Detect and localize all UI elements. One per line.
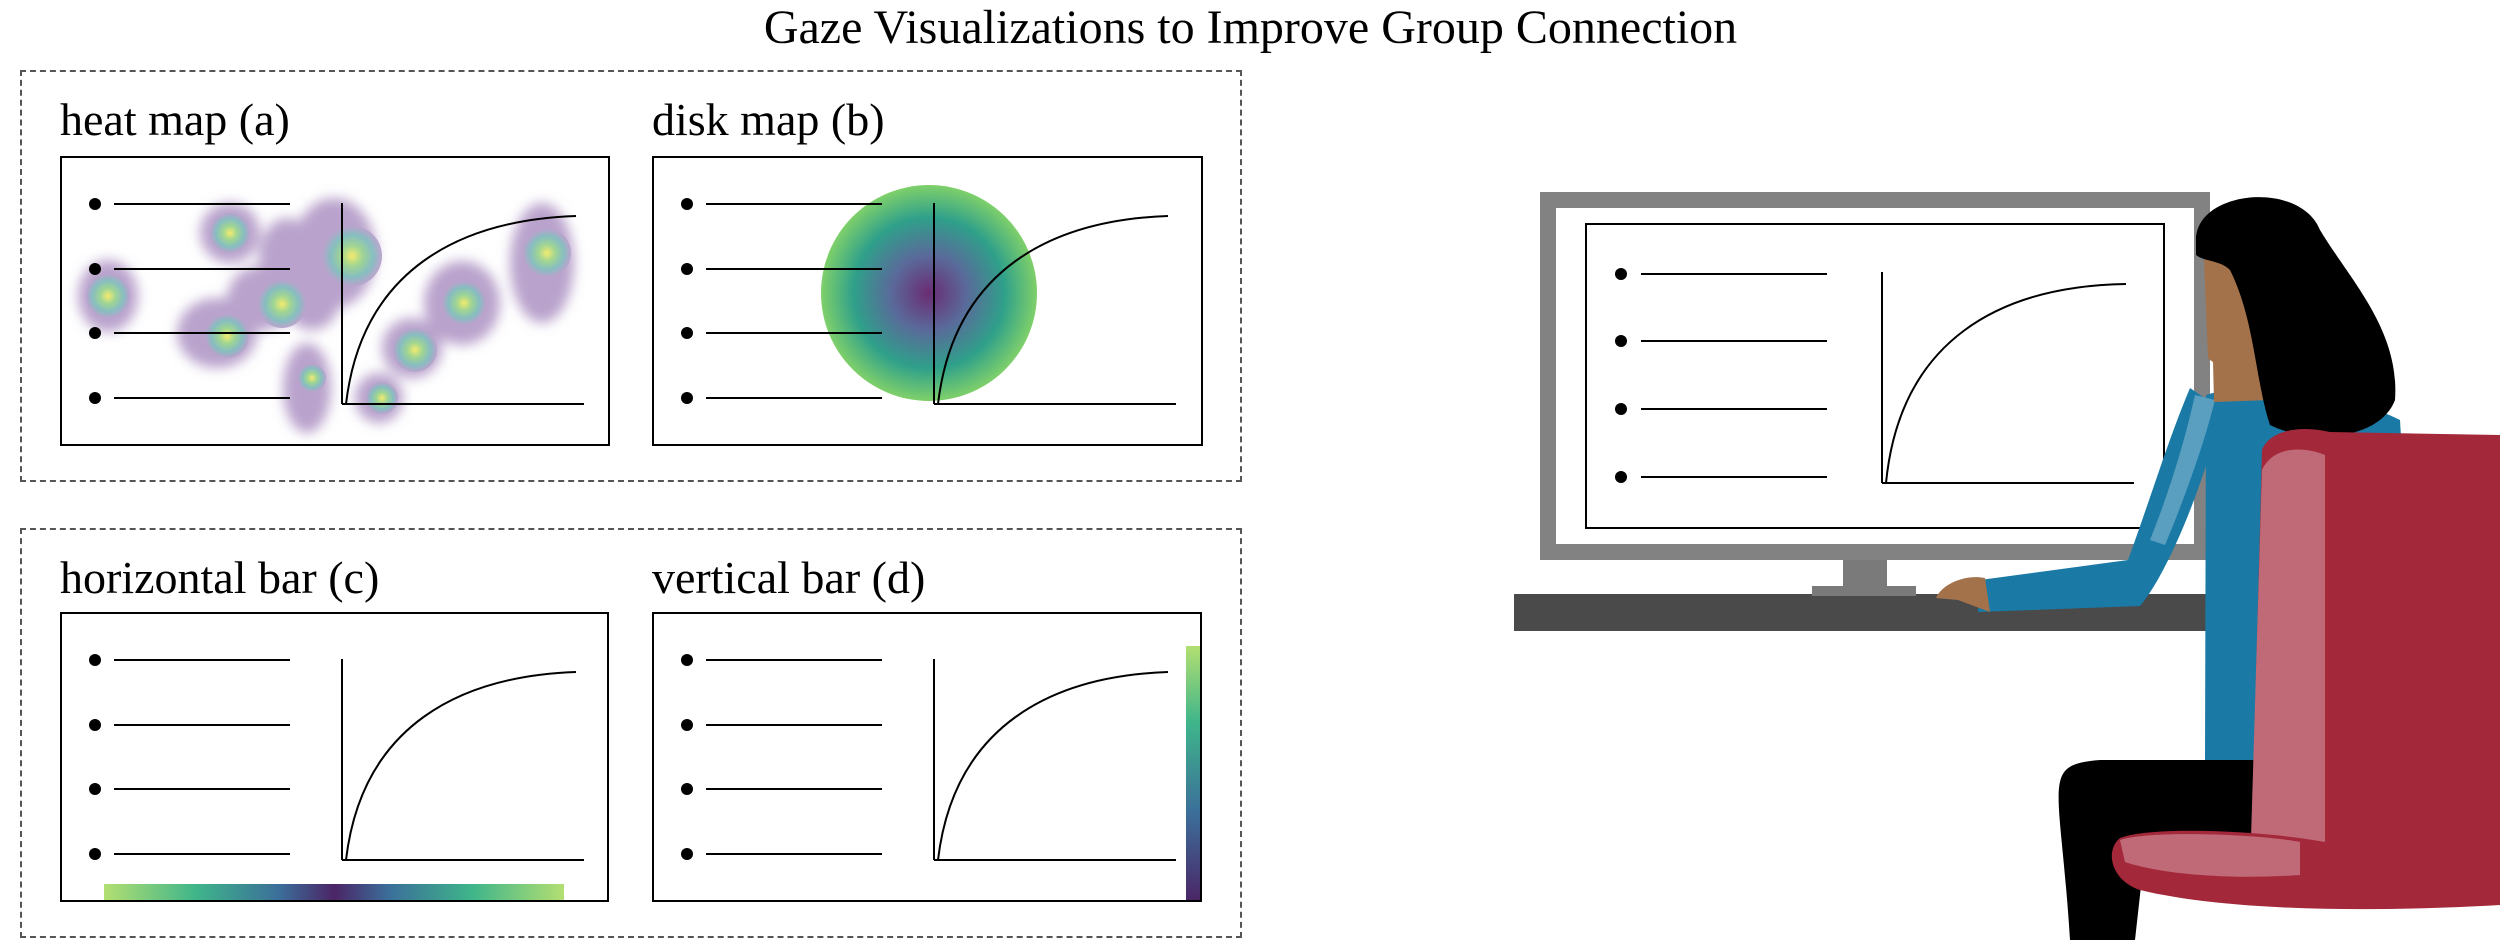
- chair-back-highlight: [2250, 449, 2325, 878]
- panel-label-b: disk map (b): [652, 94, 885, 145]
- bullet-list-icon: [681, 198, 882, 404]
- heat-map-blobs: [78, 198, 574, 433]
- curve-chart-icon: [933, 203, 1176, 405]
- person-legs: [2058, 760, 2280, 940]
- curve-chart-icon: [933, 659, 1176, 861]
- figure-title: Gaze Visualizations to Improve Group Con…: [763, 1, 1738, 54]
- panel-vertical-bar: [652, 612, 1202, 902]
- curve-chart-icon: [341, 203, 584, 405]
- panel-heat-map: [60, 156, 610, 446]
- vertical-bar-graphic: [681, 646, 1200, 900]
- curve-chart-icon: [1881, 272, 2134, 484]
- heat-map-graphic: [78, 198, 584, 433]
- horizontal-gaze-bar: [104, 884, 564, 900]
- bottom-group-box: [20, 528, 1242, 938]
- bullet-list-icon: [89, 654, 290, 860]
- gaze-disk: [821, 185, 1037, 401]
- panel-label-d: vertical bar (d): [652, 552, 926, 603]
- panel-horizontal-bar: [60, 612, 609, 902]
- horizontal-bar-graphic: [89, 654, 584, 900]
- bullet-list-icon: [681, 654, 882, 860]
- person-hand: [1936, 577, 1990, 612]
- top-group-box: [20, 70, 1242, 482]
- bullet-list-icon: [1615, 268, 1827, 483]
- vertical-gaze-bar: [1186, 646, 1200, 900]
- monitor-stand-neck: [1843, 558, 1887, 588]
- panel-disk-map: [652, 156, 1203, 446]
- person-at-computer-illustration: [1514, 192, 2500, 940]
- person-arm: [1978, 388, 2222, 612]
- bullet-list-icon: [89, 198, 290, 404]
- disk-map-graphic: [681, 185, 1176, 405]
- panel-label-a: heat map (a): [60, 94, 290, 145]
- panel-label-c: horizontal bar (c): [60, 552, 380, 603]
- monitor-stand-base: [1812, 586, 1916, 596]
- curve-chart-icon: [341, 659, 584, 861]
- person-arm-highlight: [2150, 395, 2215, 545]
- chair-seat-highlight: [2120, 834, 2300, 877]
- person-hair: [2196, 197, 2396, 437]
